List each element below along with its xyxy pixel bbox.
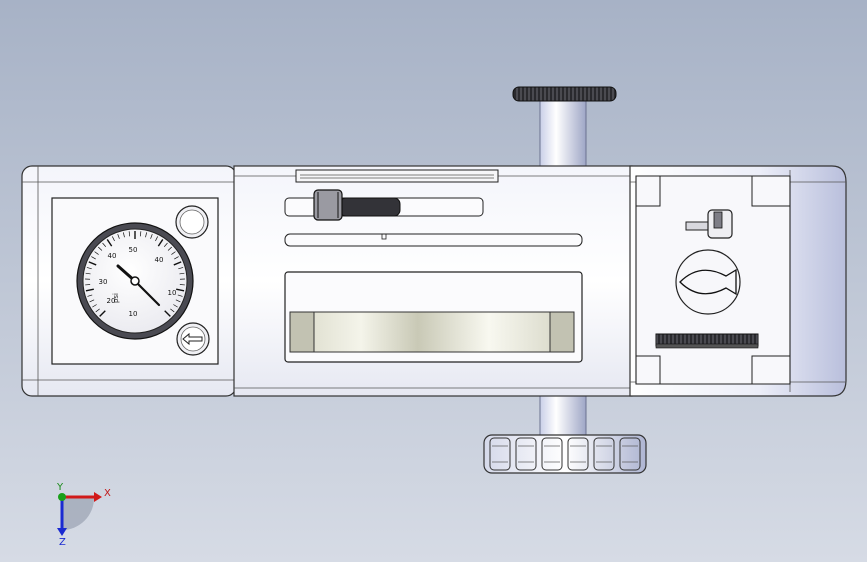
gauge-tick: [174, 256, 179, 260]
gauge-tick: [87, 294, 93, 297]
z-axis-label: Z: [59, 537, 66, 548]
slider-barrel: [339, 197, 401, 217]
gauge-tick: [171, 251, 176, 255]
gauge-tick: [179, 272, 185, 275]
bottom-adjust-knob[interactable]: [483, 394, 647, 474]
gauge-tick: [106, 239, 113, 247]
scale-rail: [284, 233, 583, 247]
return-button[interactable]: [176, 322, 210, 356]
gauge-tick: [173, 304, 178, 308]
gauge-panel: 10 20 30 40 50 40 10 psi: [51, 197, 219, 365]
gauge-hub: [130, 276, 140, 286]
z-axis-head: [57, 528, 67, 536]
y-axis-dot: [58, 493, 66, 501]
gauge-tick: [178, 267, 184, 270]
fish-symbol-button[interactable]: [675, 249, 741, 315]
bottom-large-knob[interactable]: [483, 434, 647, 474]
knob-rib: [515, 437, 537, 471]
gauge-tick: [98, 246, 103, 251]
ratchet-strip[interactable]: [655, 333, 759, 349]
gauge-tick: [95, 308, 100, 313]
round-button-top[interactable]: [175, 205, 209, 239]
gauge-tick: [111, 236, 115, 242]
gauge-tick: [92, 304, 97, 308]
gauge-tick: [145, 232, 148, 238]
gauge-tick: [175, 299, 181, 303]
gauge-tick: [164, 310, 171, 317]
gauge-tick-labels: 10 20 30 40 50 40 10: [99, 246, 177, 318]
gauge-tick: [170, 308, 175, 313]
triad-shade: [62, 498, 94, 530]
top-shaft: [539, 99, 587, 169]
gauge-needle: [133, 279, 161, 307]
knob-rib: [541, 437, 563, 471]
knob-rib: [619, 437, 641, 471]
gauge-tick: [102, 242, 107, 248]
fish-icon: [679, 268, 737, 296]
gauge-tick: [85, 288, 94, 292]
right-panel-frame: [635, 175, 791, 385]
scale-marker: [381, 233, 387, 240]
top-rail: [295, 169, 499, 183]
gauge-tick: [122, 232, 125, 238]
gauge-tick-label: 10: [129, 310, 138, 318]
gauge-tick: [167, 246, 172, 251]
gauge-tick: [88, 261, 97, 266]
slider-assembly[interactable]: [284, 169, 583, 247]
gauge-tick: [163, 242, 168, 248]
pressure-gauge[interactable]: 10 20 30 40 50 40 10 psi: [76, 222, 194, 340]
gauge-tick: [99, 310, 106, 317]
y-axis-label: Y: [56, 482, 64, 493]
window-glass: [289, 311, 575, 353]
bottom-shaft: [539, 394, 587, 438]
gauge-ticks: [85, 231, 185, 317]
top-knurled-knob[interactable]: [512, 86, 617, 102]
gauge-tick: [85, 272, 91, 275]
knob-rib: [489, 437, 511, 471]
slider-handle[interactable]: [313, 189, 343, 221]
gauge-tick: [94, 251, 99, 255]
x-axis-label: X: [104, 488, 111, 499]
gauge-tick: [128, 231, 131, 237]
knob-rib: [593, 437, 615, 471]
gauge-tick: [89, 299, 95, 303]
x-axis-head: [94, 492, 102, 502]
top-adjust-knob[interactable]: [512, 86, 617, 169]
gauge-unit-label: psi: [112, 293, 120, 303]
gauge-tick: [173, 261, 182, 266]
gauge-tick-label: 40: [155, 256, 164, 264]
coordinate-triad: X Y Z: [56, 482, 111, 548]
gauge-tick-label: 40: [108, 252, 117, 260]
gauge-tick: [86, 267, 92, 270]
gauge-tick: [177, 294, 183, 297]
right-control-panel: [635, 175, 791, 385]
gauge-tick: [155, 236, 159, 242]
knob-rib: [567, 437, 589, 471]
arrow-left-icon: [182, 332, 203, 346]
gauge-tick: [176, 288, 185, 292]
viewing-window: [284, 271, 583, 363]
gauge-tick-label: 30: [99, 278, 108, 286]
small-toggle[interactable]: [685, 209, 733, 239]
gauge-tick: [150, 233, 153, 239]
gauge-tick-label: 20: [107, 297, 116, 305]
gauge-tick-label: 10: [168, 289, 177, 297]
gauge-tick: [117, 233, 120, 239]
bottom-knob-ribs: [489, 437, 641, 471]
gauge-tick: [157, 239, 164, 247]
gauge-tick: [139, 231, 142, 237]
gauge-tick: [91, 256, 96, 260]
gauge-tick-label: 50: [129, 246, 138, 254]
